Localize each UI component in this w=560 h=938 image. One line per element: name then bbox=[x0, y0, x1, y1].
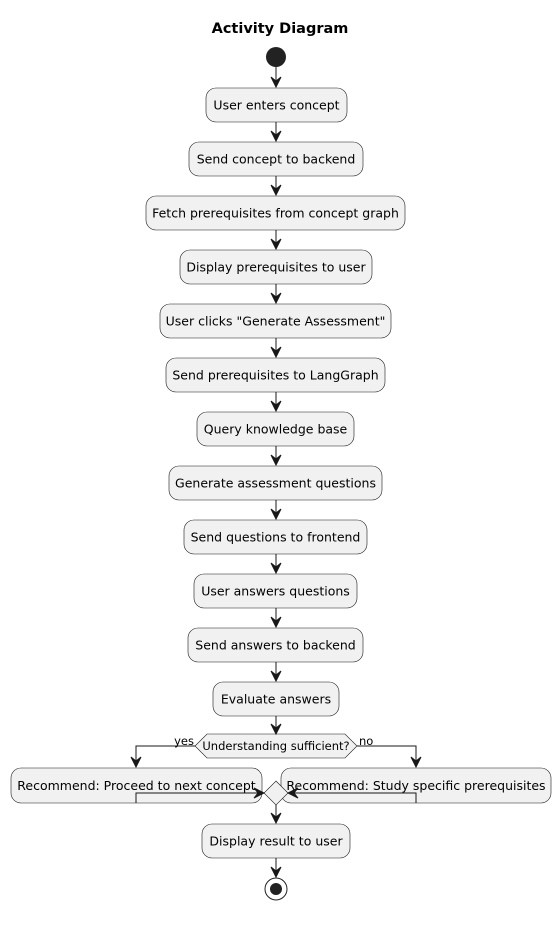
svg-text:Send answers to backend: Send answers to backend bbox=[195, 638, 355, 653]
activity-query-knowledge-base: Query knowledge base bbox=[196, 411, 355, 447]
arrowhead-no-merge bbox=[286, 787, 299, 799]
svg-text:Recommend: Proceed to next con: Recommend: Proceed to next concept bbox=[17, 778, 256, 793]
edge-no-merge bbox=[289, 792, 417, 803]
arrowhead-start bbox=[270, 76, 282, 89]
activity-send-questions-frontend: Send questions to frontend bbox=[183, 519, 368, 555]
arrowhead-2 bbox=[270, 184, 282, 197]
arrowhead-12 bbox=[270, 723, 282, 736]
arrowhead-end bbox=[270, 866, 282, 879]
arrowhead-yes-merge bbox=[253, 787, 266, 799]
activity-user-answers-questions: User answers questions bbox=[193, 573, 358, 609]
diagram-title: Activity Diagram bbox=[212, 21, 349, 37]
activity-evaluate-answers: Evaluate answers bbox=[212, 681, 340, 717]
activity-recommend-study: Recommend: Study specific prerequisites bbox=[280, 767, 552, 804]
activity-user-clicks-generate: User clicks "Generate Assessment" bbox=[159, 303, 392, 339]
arrowhead-8 bbox=[270, 508, 282, 521]
svg-text:Evaluate answers: Evaluate answers bbox=[221, 692, 331, 707]
svg-text:Fetch prerequisites from conce: Fetch prerequisites from concept graph bbox=[152, 206, 399, 221]
svg-text:Display result to user: Display result to user bbox=[209, 834, 343, 849]
arrowhead-6 bbox=[270, 400, 282, 413]
arrowhead-9 bbox=[270, 562, 282, 575]
edge-yes-merge bbox=[135, 792, 263, 803]
branch-label-no: no bbox=[359, 734, 373, 748]
branch-label-yes: yes bbox=[174, 734, 194, 748]
activity-send-concept-to-backend: Send concept to backend bbox=[188, 141, 364, 177]
arrowhead-yes-branch bbox=[130, 756, 142, 769]
edges bbox=[130, 67, 422, 879]
svg-text:Send questions to frontend: Send questions to frontend bbox=[191, 530, 361, 545]
arrowhead-4 bbox=[270, 292, 282, 305]
activity-display-prerequisites: Display prerequisites to user bbox=[179, 249, 373, 285]
svg-text:Recommend: Study specific prer: Recommend: Study specific prerequisites bbox=[286, 778, 545, 793]
arrowhead-merge-result bbox=[270, 812, 282, 825]
arrowhead-no-branch bbox=[410, 756, 422, 769]
activity-user-enters-concept: User enters concept bbox=[205, 87, 348, 123]
edge-yes-branch bbox=[135, 745, 195, 766]
arrowhead-5 bbox=[270, 346, 282, 359]
svg-text:Understanding sufficient?: Understanding sufficient? bbox=[202, 739, 349, 753]
svg-text:User clicks "Generate Assessme: User clicks "Generate Assessment" bbox=[166, 314, 386, 329]
end-node bbox=[264, 877, 288, 901]
activity-display-result: Display result to user bbox=[201, 823, 351, 859]
svg-text:User enters concept: User enters concept bbox=[213, 98, 339, 113]
activity-fetch-prerequisites: Fetch prerequisites from concept graph bbox=[145, 195, 406, 231]
svg-text:Query knowledge base: Query knowledge base bbox=[204, 422, 348, 437]
arrowhead-3 bbox=[270, 238, 282, 251]
svg-text:User answers questions: User answers questions bbox=[201, 584, 350, 599]
arrowhead-10 bbox=[270, 616, 282, 629]
svg-text:Send concept to backend: Send concept to backend bbox=[197, 152, 356, 167]
arrowhead-11 bbox=[270, 670, 282, 683]
start-node bbox=[266, 47, 286, 67]
svg-text:Send prerequisites to LangGrap: Send prerequisites to LangGraph bbox=[172, 368, 378, 383]
svg-text:Generate assessment questions: Generate assessment questions bbox=[175, 476, 376, 491]
arrowhead-1 bbox=[270, 130, 282, 143]
edge-no-branch bbox=[357, 745, 417, 766]
arrowhead-7 bbox=[270, 454, 282, 467]
activity-generate-assessment-questions: Generate assessment questions bbox=[168, 465, 383, 501]
decision-understanding-sufficient: Understanding sufficient? bbox=[194, 733, 358, 759]
activity-send-answers-backend: Send answers to backend bbox=[187, 627, 364, 663]
activity-send-prerequisites-langgraph: Send prerequisites to LangGraph bbox=[165, 357, 386, 393]
svg-text:Display prerequisites to user: Display prerequisites to user bbox=[186, 260, 366, 275]
